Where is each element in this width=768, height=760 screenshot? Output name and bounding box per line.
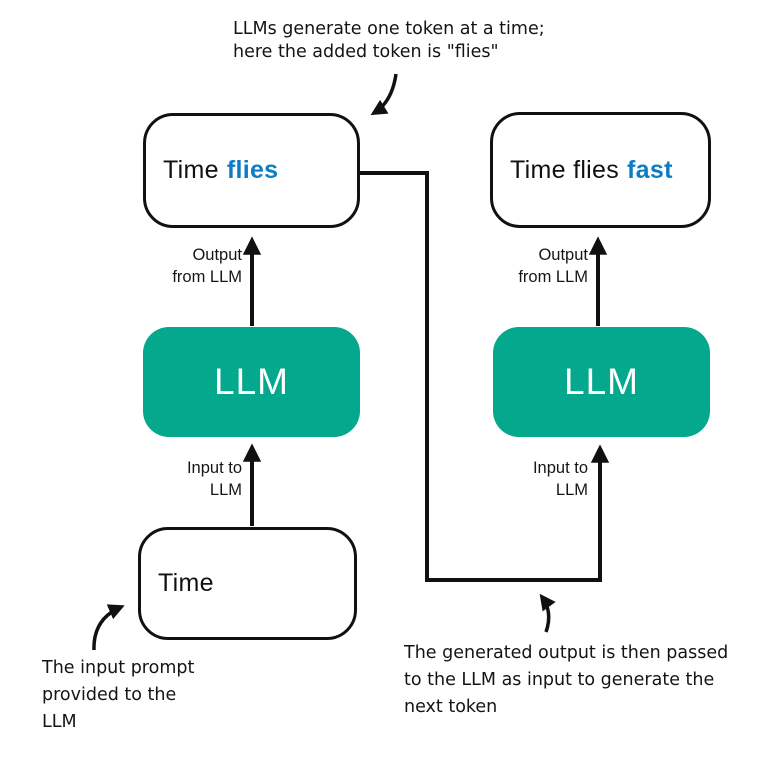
llm-box-left: LLM bbox=[143, 327, 360, 437]
output-text-highlight: fast bbox=[627, 155, 673, 184]
input-text-plain: Time bbox=[158, 569, 214, 597]
input-to-llm-label-right: Input to LLM bbox=[533, 457, 588, 501]
label-line: Input to bbox=[532, 459, 588, 477]
output-from-llm-label-left: Output from LLM bbox=[172, 244, 242, 288]
bottom-left-note-arrow bbox=[92, 604, 125, 651]
llm-box-label: LLM bbox=[214, 361, 289, 402]
annotation-line: to the LLM as input to generate the bbox=[404, 670, 715, 690]
top-annotation-line1: LLMs generate one token at a time; bbox=[233, 19, 545, 39]
output-text-highlight: flies bbox=[226, 156, 279, 184]
bottom-right-annotation: The generated output is then passed to t… bbox=[404, 640, 728, 721]
top-note-arrow bbox=[370, 73, 398, 116]
input-to-llm-label-left: Input to LLM bbox=[187, 457, 242, 501]
llm-box-label: LLM bbox=[564, 361, 639, 402]
label-line: LLM bbox=[209, 481, 242, 499]
output-box-time-flies-fast: Time flies fast bbox=[490, 112, 711, 228]
output-from-llm-label-right: Output from LLM bbox=[518, 244, 588, 288]
label-line: Output bbox=[192, 246, 242, 264]
label-line: from LLM bbox=[172, 268, 242, 286]
annotation-line: next token bbox=[404, 697, 498, 717]
bottom-left-annotation: The input prompt provided to the LLM bbox=[42, 655, 194, 736]
label-line: LLM bbox=[555, 481, 588, 499]
label-line: Output bbox=[538, 246, 588, 264]
output-text-plain: Time flies bbox=[510, 155, 620, 184]
annotation-line: provided to the bbox=[42, 685, 177, 705]
label-line: Input to bbox=[186, 459, 242, 477]
bottom-mid-note-arrow bbox=[539, 593, 556, 633]
llm-box-right: LLM bbox=[493, 327, 710, 437]
input-box-time: Time bbox=[138, 527, 357, 640]
output-box-time-flies: Time flies bbox=[143, 113, 360, 228]
annotation-line: The input prompt bbox=[42, 658, 195, 678]
top-annotation-line2: here the added token is "flies" bbox=[233, 42, 499, 62]
annotation-line: The generated output is then passed bbox=[404, 643, 729, 663]
annotation-line: LLM bbox=[42, 712, 77, 732]
top-annotation: LLMs generate one token at a time; here … bbox=[233, 18, 545, 64]
label-line: from LLM bbox=[518, 268, 588, 286]
output-text-plain: Time bbox=[163, 156, 219, 184]
